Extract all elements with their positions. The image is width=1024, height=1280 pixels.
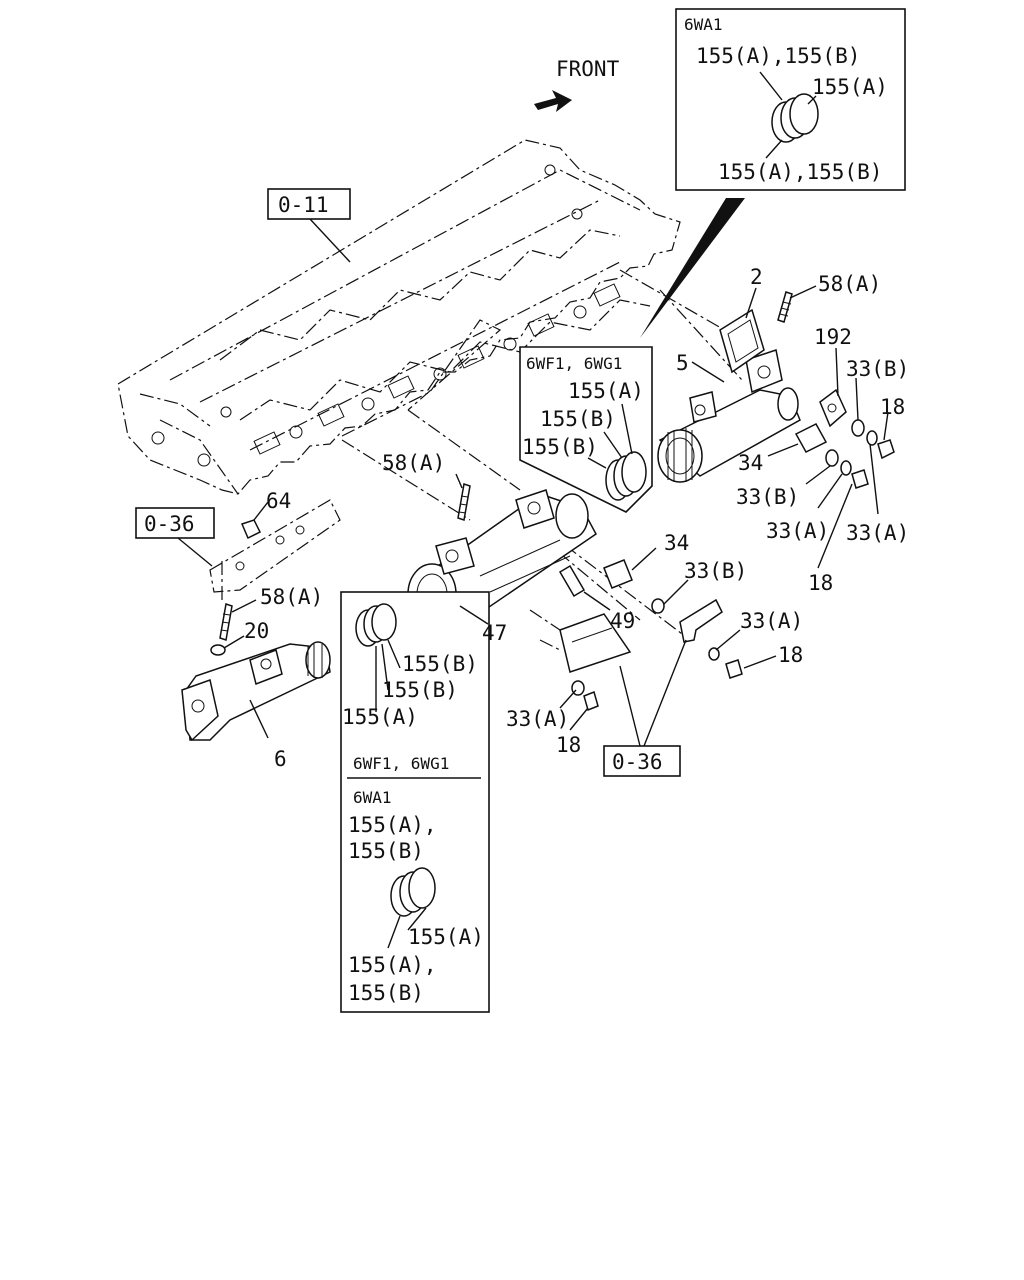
- seal-ring-icon: [408, 867, 436, 909]
- front-label: FRONT: [556, 57, 620, 81]
- label-part-33b-3: 33(B): [684, 559, 747, 583]
- label-part-58a-top: 58(A): [818, 272, 881, 296]
- label-part-49: 49: [610, 609, 635, 633]
- exhaust-pipe-part-5: [657, 349, 801, 483]
- inset-bottom-model2: 6WA1: [353, 788, 392, 807]
- washer-part-20: [210, 644, 226, 656]
- cylinder-head-ports: [151, 164, 621, 467]
- inset-bottom-a3: 155(A): [342, 705, 418, 729]
- bracket-small: [679, 598, 723, 643]
- cylinder-head-phantom: [117, 139, 743, 495]
- inset-bottom-a2: 155(B): [382, 678, 458, 702]
- label-part-33a-2: 33(A): [846, 521, 909, 545]
- inset-pointer: [640, 198, 745, 338]
- label-part-34-1: 34: [738, 451, 763, 475]
- inset-mid-l1: 155(A): [568, 379, 644, 403]
- label-part-33a-3: 33(A): [740, 609, 803, 633]
- seal-ring-icon: [371, 603, 397, 641]
- ref-cylinder-head: 0-11: [278, 193, 329, 217]
- label-part-58a-left: 58(A): [260, 585, 323, 609]
- inset-mid-l3: 155(B): [522, 435, 598, 459]
- inset-bottom-models: 6WF1, 6WG1: [353, 754, 449, 773]
- front-direction-arrow: [534, 90, 572, 112]
- leader-lines: [223, 285, 889, 739]
- washers-nuts-upper: [825, 419, 895, 489]
- spacer-part-34-mid: [603, 559, 633, 589]
- inset-bottom-a1: 155(B): [402, 652, 478, 676]
- inset-mid-l2: 155(B): [540, 407, 616, 431]
- label-part-5: 5: [676, 351, 689, 375]
- inset-top-line2: 155(A): [812, 75, 888, 99]
- label-part-6: 6: [274, 747, 287, 771]
- bracket-part-192: [819, 388, 847, 428]
- label-part-18-2: 18: [808, 571, 833, 595]
- stud-58a-left: [219, 603, 233, 641]
- label-part-2: 2: [750, 265, 763, 289]
- ref-bracket-bottom: 0-36: [612, 750, 663, 774]
- label-part-18-4: 18: [556, 733, 581, 757]
- washer-33b: [651, 598, 665, 614]
- inset-bottom: 155(B) 155(B) 155(A) 6WF1, 6WG1 6WA1 155…: [340, 591, 490, 1013]
- stud-58a-top: [777, 291, 793, 323]
- gasket-part-2: [719, 308, 765, 374]
- seal-ring-icon: [789, 93, 819, 135]
- label-part-192: 192: [814, 325, 852, 349]
- ref-bracket-left: 0-36: [144, 512, 195, 536]
- inset-top-line3: 155(A),155(B): [718, 160, 882, 184]
- label-part-34-2: 34: [664, 531, 689, 555]
- label-part-58a-mid: 58(A): [382, 451, 445, 475]
- inset-top-line1: 155(A),155(B): [696, 44, 860, 68]
- ref-box-bracket-left: [135, 507, 215, 539]
- label-part-18-1: 18: [880, 395, 905, 419]
- bracket-lower: [529, 609, 632, 673]
- label-part-47: 47: [482, 621, 507, 645]
- seal-ring-icon: [621, 451, 647, 493]
- inset-mid-6wf1-6wg1: 6WF1, 6WG1 155(A) 155(B) 155(B): [519, 346, 653, 513]
- label-part-33a-4: 33(A): [506, 707, 569, 731]
- inset-top-model: 6WA1: [684, 15, 723, 34]
- label-part-33a-1: 33(A): [766, 519, 829, 543]
- stud-part-49: [558, 564, 586, 598]
- part-labels: 2 58(A) 192 5 33(B) 18 34 33(B) 33(A) 33…: [244, 265, 909, 771]
- label-part-33b-1: 33(B): [846, 357, 909, 381]
- exhaust-pipe-part-6: [181, 641, 331, 742]
- inset-bottom-b1: 155(A),: [348, 813, 437, 837]
- inset-mid-models: 6WF1, 6WG1: [526, 354, 622, 373]
- ref-box-cylinder-head: [267, 188, 351, 220]
- inset-bottom-b4: 155(A),: [348, 953, 437, 977]
- bracket-left: [209, 499, 341, 593]
- inset-bottom-b2: 155(B): [348, 839, 424, 863]
- label-part-64: 64: [266, 489, 291, 513]
- inset-bottom-b5: 155(B): [348, 981, 424, 1005]
- label-part-18-3: 18: [778, 643, 803, 667]
- label-part-33b-2: 33(B): [736, 485, 799, 509]
- ref-box-bracket-bottom: [603, 745, 681, 777]
- nut-part-64: [240, 519, 262, 540]
- stud-58a-mid: [457, 483, 471, 521]
- inset-bottom-b3: 155(A): [408, 925, 484, 949]
- spacer-part-34: [794, 423, 828, 453]
- label-part-20: 20: [244, 619, 269, 643]
- inset-top-6wa1: 6WA1 155(A),155(B) 155(A) 155(A),155(B): [675, 8, 906, 191]
